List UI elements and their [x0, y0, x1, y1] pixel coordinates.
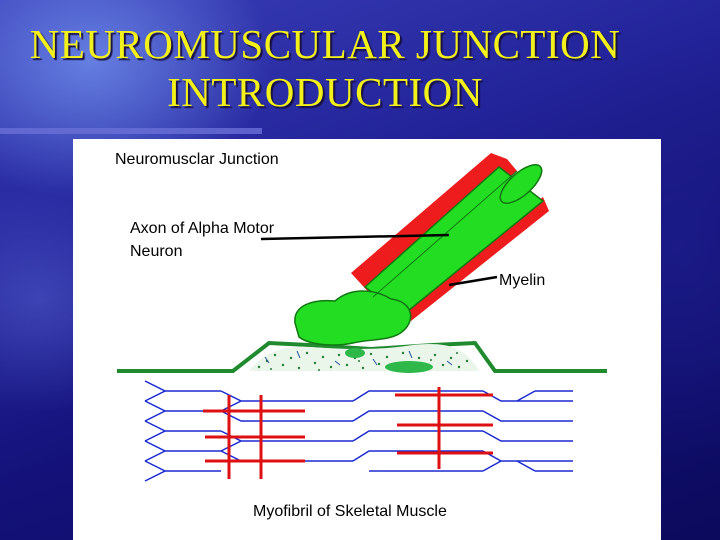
neuromuscular-junction-figure: Neuromusclar Junction	[73, 139, 661, 540]
myofibril-fibers	[144, 380, 573, 482]
label-myofibril: Myofibril of Skeletal Muscle	[253, 503, 447, 520]
label-myelin: Myelin	[499, 272, 545, 289]
junctional-folds	[249, 344, 479, 373]
label-axon-line2: Neuron	[130, 243, 182, 260]
myelin-leader-line	[448, 275, 498, 287]
slide-title: NEUROMUSCULAR JUNCTION INTRODUCTION	[0, 20, 650, 116]
z-lines	[203, 387, 493, 479]
slide-title-line2: INTRODUCTION	[167, 69, 483, 115]
slide-title-line1: NEUROMUSCULAR JUNCTION	[29, 21, 621, 67]
diagram-svg: Neuromusclar Junction	[115, 151, 607, 520]
axon-leader-line	[260, 233, 450, 241]
title-divider	[0, 128, 262, 134]
figure-heading: Neuromusclar Junction	[115, 151, 279, 168]
motor-axon	[294, 153, 549, 346]
label-axon-line1: Axon of Alpha Motor	[130, 220, 275, 237]
